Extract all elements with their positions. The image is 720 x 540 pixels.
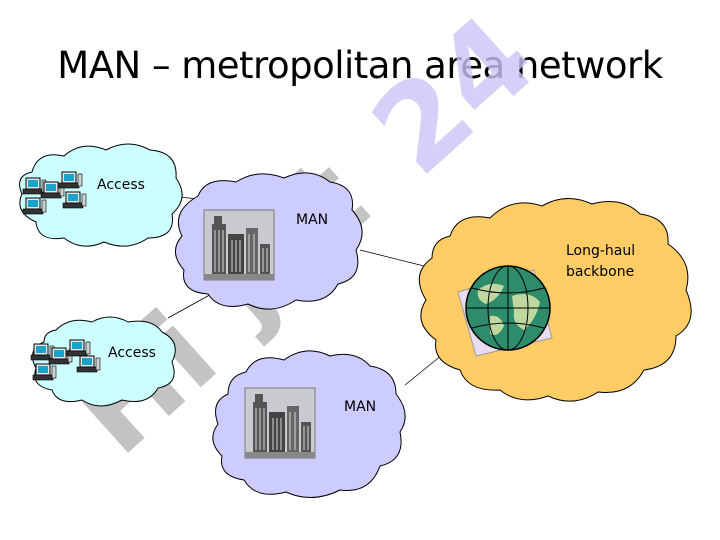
globe-icon bbox=[457, 265, 553, 357]
backbone-label-line2: backbone bbox=[566, 264, 634, 280]
man-cloud-top: MAN bbox=[175, 172, 363, 310]
access-label-top: Access bbox=[97, 177, 145, 193]
man-label-bottom: MAN bbox=[344, 399, 376, 415]
link-man-bottom-to-backbone bbox=[404, 354, 443, 386]
link-access-bottom-to-man-top bbox=[167, 291, 216, 319]
backbone-cloud: Long-haul backbone bbox=[418, 198, 692, 402]
office-buildings-icon bbox=[244, 387, 316, 459]
backbone-label-line1: Long-haul bbox=[566, 243, 635, 259]
slide-title: MAN – metropolitan area network bbox=[57, 44, 663, 87]
watermark-text-3: 24 bbox=[346, 0, 560, 201]
office-buildings-icon bbox=[203, 209, 275, 281]
access-label-bottom: Access bbox=[108, 345, 156, 361]
access-cloud-top: Access bbox=[19, 143, 183, 247]
access-cloud-bottom: Access bbox=[30, 316, 176, 407]
man-label-top: MAN bbox=[296, 212, 328, 228]
man-cloud-bottom: MAN bbox=[212, 350, 406, 498]
